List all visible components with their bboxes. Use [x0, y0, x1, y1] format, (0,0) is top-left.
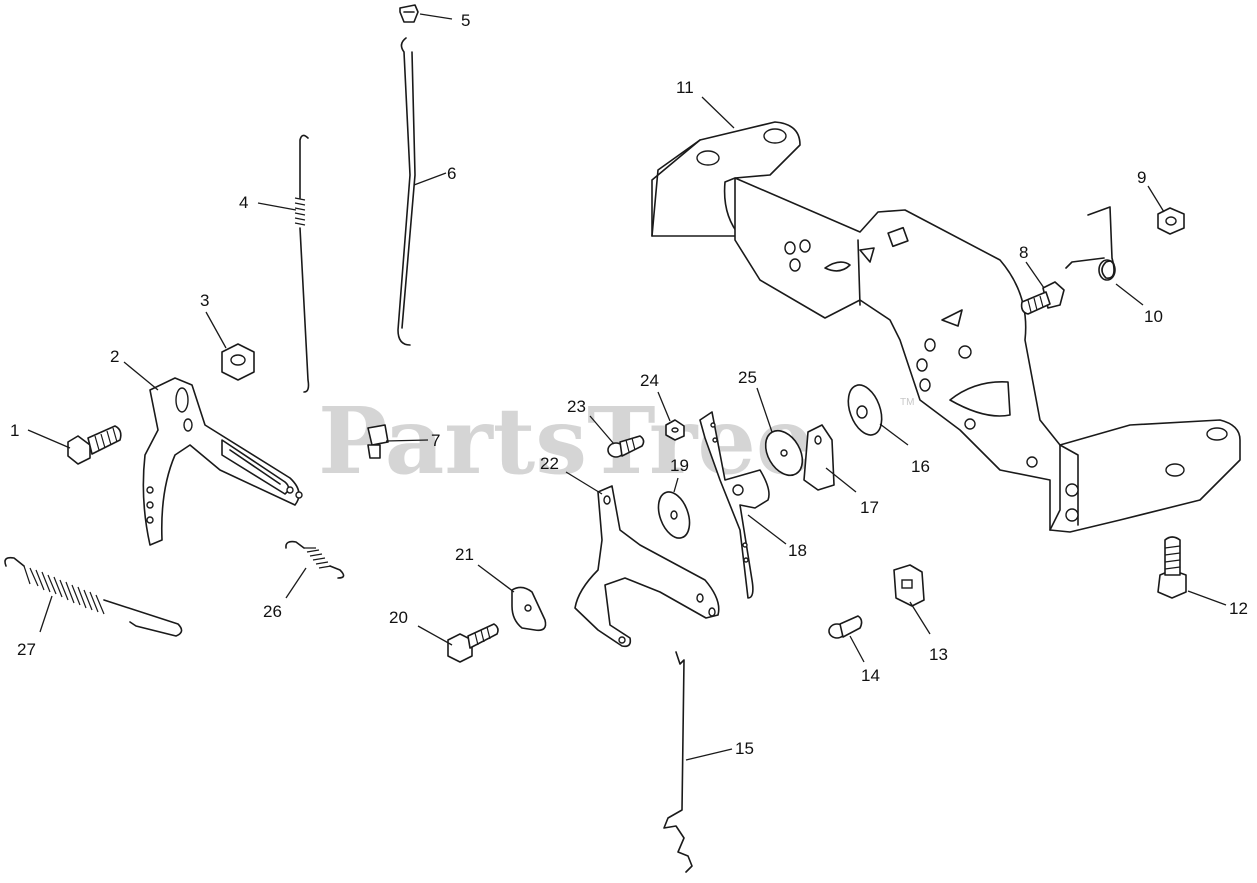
part-20-bolt: [447, 623, 499, 663]
part-6-rod: [397, 37, 416, 346]
callout-14: 14: [861, 666, 880, 685]
callout-2: 2: [110, 347, 119, 366]
callout-23: 23: [567, 397, 586, 416]
callout-18: 18: [788, 541, 807, 560]
part-10-spring: [1065, 206, 1116, 281]
part-27-spring: [4, 556, 183, 637]
part-2-lever: [142, 377, 303, 546]
part-12-bolt: [1157, 536, 1187, 599]
part-13-clip: [893, 564, 925, 607]
callout-10: 10: [1144, 307, 1163, 326]
part-23-screw: [607, 435, 645, 458]
callout-12: 12: [1229, 599, 1248, 618]
callout-16: 16: [911, 457, 930, 476]
part-9-nut: [1157, 207, 1185, 235]
callout-labels: 1 2 3 4 5 6 7 8 9 10 11 12 13 14 15 16 1…: [10, 11, 1248, 758]
part-18-lever: [699, 411, 770, 599]
callout-19: 19: [670, 456, 689, 475]
part-14-screw: [828, 615, 863, 639]
part-7-clip: [367, 424, 389, 459]
callout-15: 15: [735, 739, 754, 758]
part-19-washer: [657, 491, 691, 539]
callout-20: 20: [389, 608, 408, 627]
part-3-nut: [221, 343, 255, 381]
part-15-rod: [663, 651, 693, 873]
callout-1: 1: [10, 421, 19, 440]
callout-13: 13: [929, 645, 948, 664]
callout-17: 17: [860, 498, 879, 517]
part-25-washer: [764, 429, 804, 477]
callout-22: 22: [540, 454, 559, 473]
callout-4: 4: [239, 193, 248, 212]
part-26-spring: [285, 540, 345, 579]
part-1-bolt: [67, 425, 122, 465]
watermark-trademark: TM: [900, 397, 914, 408]
part-5-bushing: [399, 4, 419, 23]
callout-27: 27: [17, 640, 36, 659]
callout-6: 6: [447, 164, 456, 183]
part-11-bracket: [651, 121, 1241, 533]
callout-24: 24: [640, 371, 659, 390]
callout-26: 26: [263, 602, 282, 621]
part-24-nut: [665, 419, 685, 441]
part-22-bracket: [574, 485, 720, 648]
callout-8: 8: [1019, 243, 1028, 262]
part-8-bolt: [1020, 281, 1065, 315]
leader-lines: [27, 13, 1227, 761]
part-16-washer: [847, 384, 883, 436]
callout-9: 9: [1137, 168, 1146, 187]
part-4-rod-spring: [294, 134, 310, 393]
part-21-washer: [511, 586, 547, 632]
callout-25: 25: [738, 368, 757, 387]
callout-21: 21: [455, 545, 474, 564]
callout-11: 11: [676, 78, 694, 97]
callout-3: 3: [200, 291, 209, 310]
callout-7: 7: [431, 431, 440, 450]
part-17-clip: [803, 424, 835, 491]
callout-5: 5: [461, 11, 470, 30]
